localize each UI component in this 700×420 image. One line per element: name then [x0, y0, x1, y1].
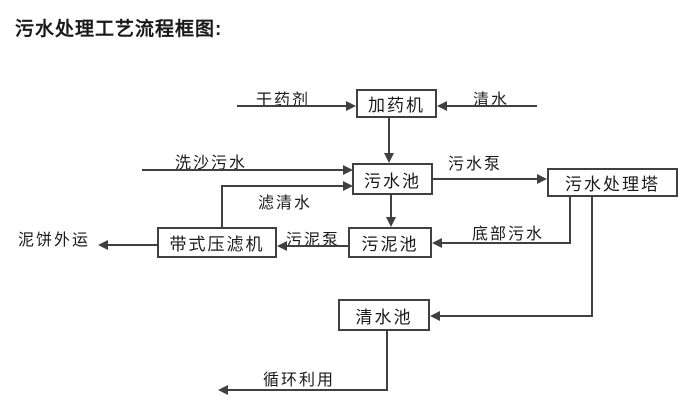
flow-label-filtered-water: 滤清水	[258, 195, 313, 212]
connector-mud-cake-line	[108, 244, 157, 246]
dosing-to-sewage-arrowhead-icon	[384, 153, 394, 163]
mud-cake-arrowhead-icon	[98, 240, 108, 250]
bottom-sewage-arrowhead-icon	[432, 238, 442, 248]
flow-label-bottom-sewage: 底部污水	[472, 226, 545, 243]
connector-recycling-vline	[386, 331, 388, 391]
connector-sand-washing-line	[142, 169, 343, 171]
page-title: 污水处理工艺流程框图:	[15, 19, 223, 40]
connector-bottom-sewage-vline	[569, 197, 571, 244]
filtered-water-arrowhead-icon	[343, 181, 353, 191]
connector-bottom-sewage-hline	[442, 242, 571, 244]
flow-label-dry-agent: 干药剂	[256, 92, 311, 109]
node-sewage-pool: 污水池	[352, 163, 433, 195]
flow-label-clean-water: 清水	[473, 92, 510, 109]
connector-tower-to-clean-hline	[440, 315, 593, 317]
connector-filtered-water-vline	[221, 185, 223, 227]
sewage-to-sludge-arrowhead-icon	[386, 217, 396, 227]
flow-label-mud-cake-out: 泥饼外运	[18, 232, 91, 249]
node-treatment-tower: 污水处理塔	[547, 168, 678, 197]
connector-tower-to-clean-vline	[591, 197, 593, 317]
sand-washing-arrowhead-icon	[343, 165, 353, 175]
connector-sewage-to-sludge-line	[390, 195, 392, 217]
node-clean-water-pool: 清水池	[338, 299, 430, 331]
connector-sewage-pump-line	[433, 178, 537, 180]
flow-label-sand-washing-sewage: 洗沙污水	[175, 155, 248, 172]
connector-dosing-to-sewage-line	[388, 118, 390, 154]
sewage-pump-arrowhead-icon	[537, 174, 547, 184]
recycling-arrowhead-icon	[218, 385, 228, 395]
flow-label-sludge-pump: 污泥泵	[286, 232, 341, 249]
clean-water-arrowhead-icon	[437, 101, 447, 111]
flow-label-recycling: 循环利用	[263, 372, 336, 389]
dry-agent-arrowhead-icon	[346, 101, 356, 111]
flow-label-sewage-pump: 污水泵	[448, 156, 503, 173]
node-sludge-pool: 污泥池	[348, 227, 432, 258]
tower-to-clean-arrowhead-icon	[430, 311, 440, 321]
sludge-pump-arrowhead-icon	[277, 241, 287, 251]
connector-filtered-water-hline	[221, 185, 343, 187]
connector-sludge-pump-line	[287, 245, 348, 247]
node-dosing-machine: 加药机	[356, 89, 437, 118]
node-belt-filter-press: 带式压滤机	[157, 227, 277, 258]
connector-recycling-hline	[228, 389, 388, 391]
connector-clean-water-line	[447, 105, 537, 107]
connector-dry-agent-line	[237, 105, 347, 107]
